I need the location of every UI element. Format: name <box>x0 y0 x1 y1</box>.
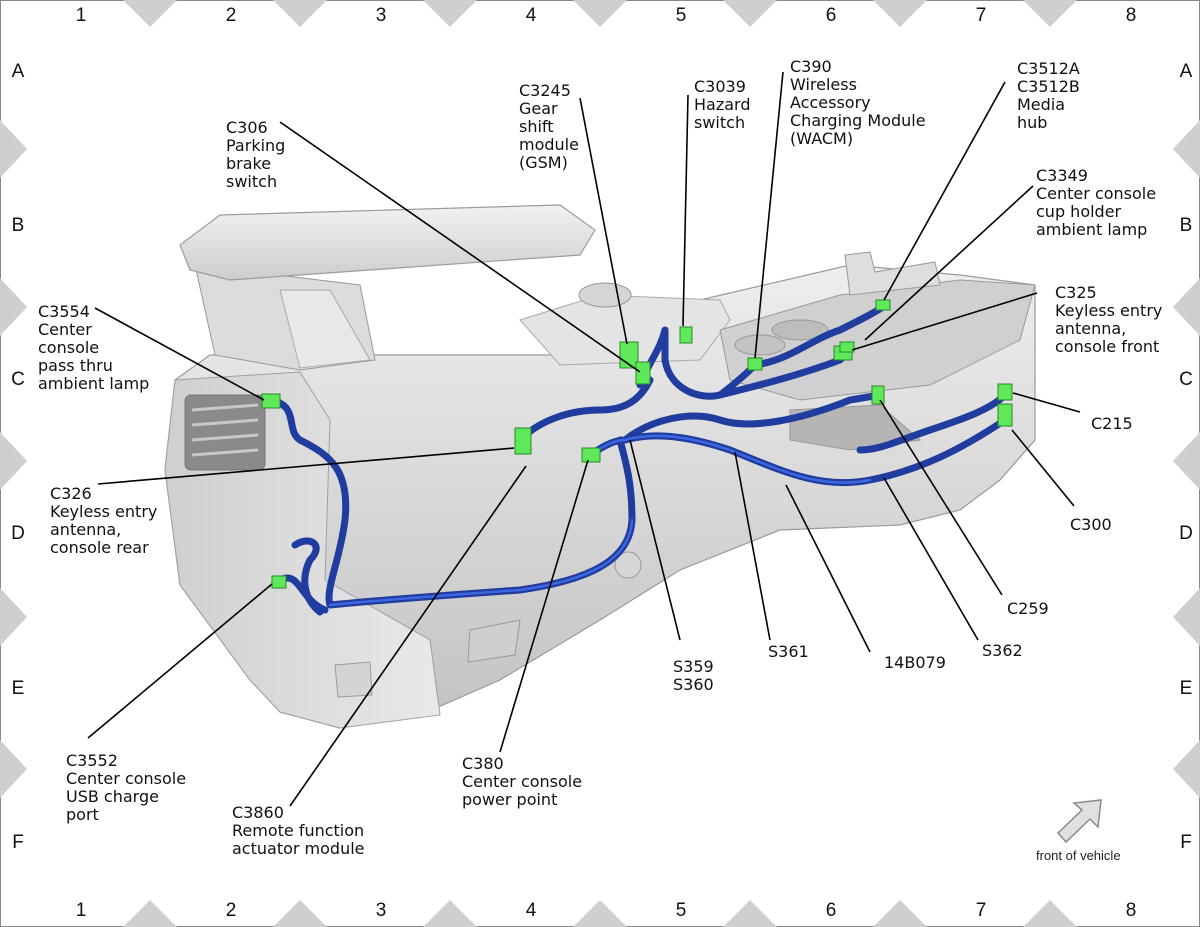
front-of-vehicle-arrow-icon <box>1056 799 1102 844</box>
label-s359-s360: S359 S360 <box>673 657 719 694</box>
connector-c3039 <box>679 326 693 344</box>
row-label: C <box>11 369 25 390</box>
row-label: A <box>12 61 25 82</box>
col-label: 7 <box>976 5 987 26</box>
col-label: 5 <box>676 5 687 26</box>
col-label: 7 <box>976 900 987 921</box>
label-c3349: C3349 Center console cup holder ambient … <box>1036 166 1161 239</box>
center-console-illustration <box>164 204 1036 729</box>
connector-c326 <box>514 427 532 455</box>
connector-c259 <box>871 385 885 405</box>
label-c300: C300 <box>1070 515 1112 534</box>
connector-c3552 <box>271 575 287 589</box>
col-label: 8 <box>1126 900 1137 921</box>
row-label: D <box>11 523 25 544</box>
label-s361: S361 <box>768 642 809 661</box>
label-c3245: C3245 Gear shift module (GSM) <box>519 81 584 172</box>
col-label: 5 <box>676 900 687 921</box>
label-c390: C390 Wireless Accessory Charging Module … <box>790 57 931 148</box>
grid-row-labels-right: A B C D E F <box>1179 61 1193 853</box>
grid-column-labels-top: 1 2 3 4 5 6 7 8 <box>76 5 1137 26</box>
col-label: 2 <box>226 900 237 921</box>
connector-c380 <box>581 447 601 463</box>
connector-c390 <box>747 357 763 371</box>
grid-row-labels-left: A B C D E F <box>11 61 25 853</box>
connector-c300 <box>997 403 1013 427</box>
row-label: A <box>1180 61 1193 82</box>
connector-c3512 <box>875 299 891 311</box>
connector-c215 <box>997 383 1013 401</box>
col-label: 6 <box>826 900 837 921</box>
leader-lines <box>87 71 1081 807</box>
row-label: B <box>12 215 25 236</box>
connector-c325 <box>839 341 855 353</box>
col-label: 1 <box>76 900 87 921</box>
label-c306: C306 Parking brake switch <box>226 118 290 191</box>
row-label: C <box>1179 369 1193 390</box>
grid-column-labels-bottom: 1 2 3 4 5 6 7 8 <box>76 900 1137 921</box>
label-c380: C380 Center console power point <box>462 754 587 809</box>
row-label: F <box>12 832 24 853</box>
row-label: B <box>1180 215 1193 236</box>
label-14b079: 14B079 <box>884 653 946 672</box>
col-label: 4 <box>526 900 537 921</box>
row-label: E <box>12 678 25 699</box>
connector-s359 <box>635 361 651 385</box>
label-c326: C326 Keyless entry antenna, console rear <box>50 484 162 557</box>
col-label: 3 <box>376 5 387 26</box>
wiring-harness <box>266 301 1009 616</box>
col-label: 3 <box>376 900 387 921</box>
row-label: F <box>1180 832 1192 853</box>
label-s362: S362 <box>982 641 1023 660</box>
label-c3552: C3552 Center console USB charge port <box>66 751 191 824</box>
col-label: 8 <box>1126 5 1137 26</box>
col-label: 2 <box>226 5 237 26</box>
label-c259: C259 <box>1007 599 1049 618</box>
label-c3860: C3860 Remote function actuator module <box>232 803 369 858</box>
label-c325: C325 Keyless entry antenna, console fron… <box>1055 283 1167 356</box>
label-c3039: C3039 Hazard switch <box>694 77 756 132</box>
connector-c3554 <box>261 393 281 409</box>
row-label: E <box>1180 678 1193 699</box>
front-of-vehicle-label: front of vehicle <box>1036 848 1121 863</box>
col-label: 4 <box>526 5 537 26</box>
label-c215: C215 <box>1091 414 1133 433</box>
col-label: 6 <box>826 5 837 26</box>
row-label: D <box>1179 523 1193 544</box>
label-c3512: C3512A C3512B Media hub <box>1017 59 1085 132</box>
label-c3554: C3554 Center console pass thru ambient l… <box>38 302 149 393</box>
col-label: 1 <box>76 5 87 26</box>
